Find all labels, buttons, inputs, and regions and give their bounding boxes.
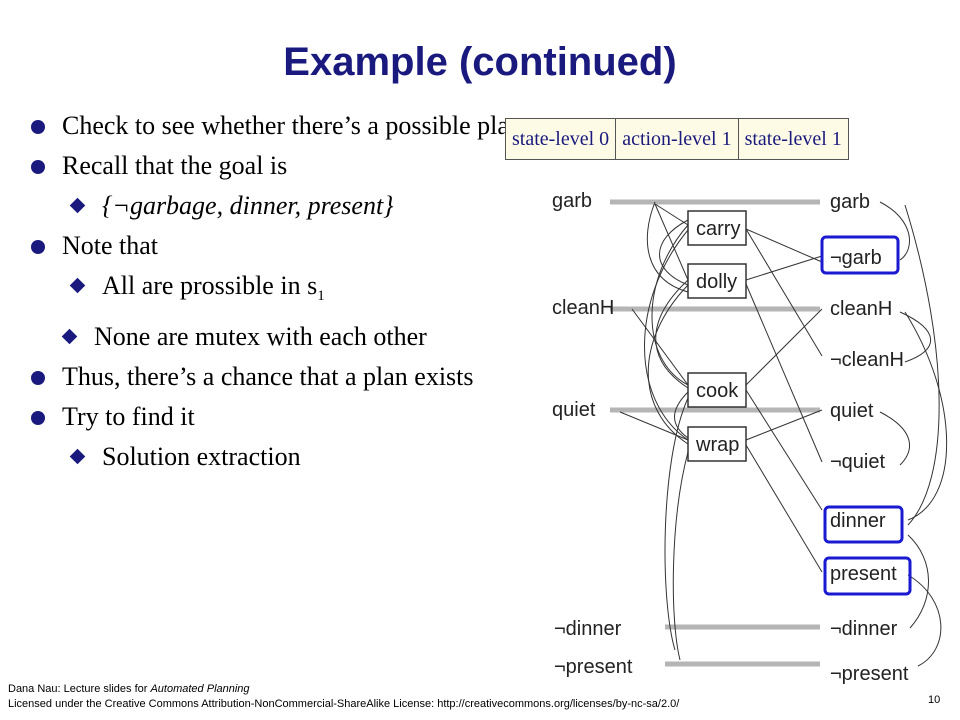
page-number: 10 <box>928 694 941 706</box>
bullet-text: All are prossible in s <box>102 271 318 300</box>
not-garb-goal-highlight <box>820 235 900 275</box>
mutex-arcs <box>644 201 948 667</box>
cook-label: cook <box>696 380 739 402</box>
bullet-text: Try to find it <box>62 402 195 432</box>
left-prop-not-dinner: ¬dinner <box>554 618 622 640</box>
bullet-text: None are mutex with each other <box>94 322 427 352</box>
dolly-label: dolly <box>696 271 737 293</box>
bullet-item: Try to find it <box>30 401 530 432</box>
right-prop-not-present: ¬present <box>830 663 909 685</box>
dinner-goal-highlight <box>823 505 904 544</box>
right-prop-not-cleanH: ¬cleanH <box>830 349 904 371</box>
sub-bullet-item: None are mutex with each other <box>22 321 560 352</box>
bullet-text: Note that <box>62 231 159 260</box>
state-level-1-props: garb ¬garb cleanH ¬cleanH quiet ¬quiet d… <box>830 191 909 685</box>
slide-title: Example (continued) <box>283 40 677 84</box>
state-level-0-props: garb cleanH quiet ¬dinner ¬present <box>552 190 633 678</box>
left-prop-cleanH: cleanH <box>552 297 614 319</box>
right-prop-quiet: quiet <box>830 400 874 422</box>
right-prop-dinner: dinner <box>830 510 886 532</box>
goal-highlights <box>820 235 912 596</box>
bullet-text: Solution extraction <box>102 442 301 472</box>
slide-footer: Dana Nau: Lecture slides for Automated P… <box>8 682 679 712</box>
edges <box>619 203 823 573</box>
sub-bullet-item: All are prossible in s1 <box>30 270 530 312</box>
bullet-list: Check to see whether there’s a possible … <box>30 110 530 481</box>
goal-text: {¬garbage, dinner, present} <box>102 191 394 220</box>
bullet-text: Check to see whether there’s a possible … <box>62 111 522 140</box>
action-boxes: carry dolly cook wrap <box>687 210 747 462</box>
subscript: 1 <box>317 288 325 305</box>
right-prop-present: present <box>830 563 897 585</box>
sub-bullet-item: {¬garbage, dinner, present} <box>30 190 530 221</box>
carry-action-box <box>687 210 747 246</box>
bullet-text: Recall that the goal is <box>62 151 288 180</box>
footer-license: Licensed under the Creative Commons Attr… <box>8 698 680 710</box>
right-prop-garb: garb <box>830 191 870 213</box>
right-prop-not-dinner: ¬dinner <box>830 618 898 640</box>
dolly-action-box <box>687 263 747 299</box>
action-level-1-label: action-level 1 <box>616 119 739 159</box>
present-goal-highlight <box>823 556 912 596</box>
cook-action-box <box>687 372 747 408</box>
sub-bullet-item: Solution extraction <box>30 441 530 472</box>
wrap-action-box <box>687 426 747 462</box>
state-level-0-label: state-level 0 <box>506 119 617 159</box>
bullet-item: Check to see whether there’s a possible … <box>30 110 530 141</box>
level-header: state-level 0 action-level 1 state-level… <box>505 118 849 160</box>
footer-line-1: Dana Nau: Lecture slides for Automated P… <box>8 683 250 695</box>
left-prop-garb: garb <box>552 190 592 212</box>
bullet-item: Recall that the goal is <box>30 150 530 181</box>
carry-label: carry <box>696 218 740 240</box>
bullet-text: Thus, there’s a chance that a plan exist… <box>62 362 474 392</box>
left-prop-not-present: ¬present <box>554 656 633 678</box>
right-prop-not-garb: ¬garb <box>830 247 882 269</box>
right-prop-cleanH: cleanH <box>830 298 892 320</box>
left-prop-quiet: quiet <box>552 399 596 421</box>
bullet-item: Thus, there’s a chance that a plan exist… <box>30 361 530 392</box>
wrap-label: wrap <box>695 434 739 456</box>
right-prop-not-quiet: ¬quiet <box>830 451 885 473</box>
bullet-item: Note that <box>30 230 530 261</box>
state-level-1-label: state-level 1 <box>744 128 842 150</box>
persistence-bars <box>610 199 820 667</box>
